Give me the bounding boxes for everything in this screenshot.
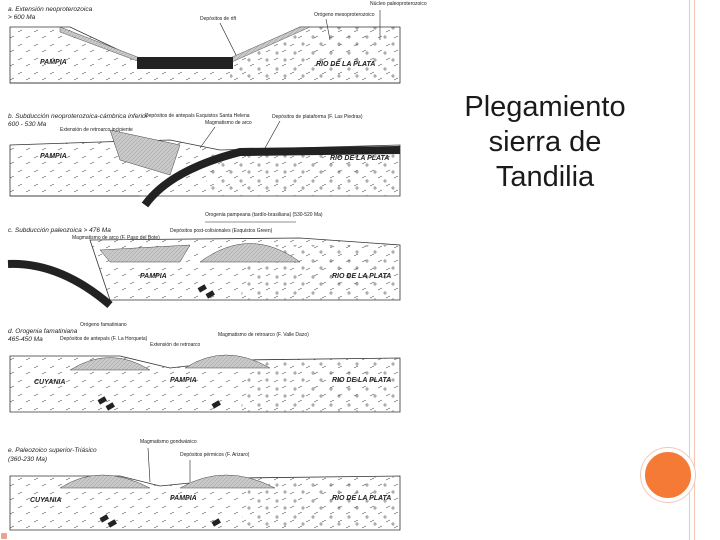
panel-b: b. Subducción neoproterozoica-cámbrica i…	[8, 113, 400, 205]
panel-c-header: c. Subducción paleozoica > 476 Ma	[8, 227, 111, 234]
panel-e: e. Paleozoico superior-Triásico (360-230…	[8, 439, 400, 530]
panel-a-note-3: Núcleo paleoproterozoico	[370, 1, 427, 7]
decorative-circle	[641, 448, 695, 502]
corner-marker	[1, 533, 7, 539]
panel-b-note-2: Depósitos de antepaís Esquistos Santa He…	[145, 113, 250, 119]
panel-d-plate-3: RIO DE LA PLATA	[332, 377, 391, 384]
panel-c: c. Subducción paleozoica > 476 Ma PAMPIA…	[8, 212, 400, 305]
panel-e-plate-3: RIO DE LA PLATA	[332, 495, 391, 502]
panel-a-plate-2: RIO DE LA PLATA	[316, 61, 375, 68]
panel-e-sub: (360-230 Ma)	[8, 456, 47, 463]
panel-c-note-3: Magmatismo de arco (F. Paso del Bote)	[72, 235, 160, 241]
panel-d-note-2: Depósitos de antepaís (F. La Horqueta)	[60, 336, 148, 342]
panel-b-sub: 600 - 530 Ma	[8, 121, 47, 128]
slide-title: Plegamiento sierra de Tandilia	[440, 90, 650, 194]
panel-c-note-2: Depósitos post-colisionales (Esquistos G…	[170, 228, 273, 234]
panel-d-plate-1: CUYANIA	[34, 379, 65, 386]
panel-a: a. Extensión neoproterozoica > 600 Ma PA…	[8, 1, 427, 83]
panel-c-note-1: Orogenia pampeana (tardío-brasiliana) (5…	[205, 212, 323, 218]
panel-e-plate-1: CUYANIA	[30, 497, 61, 504]
panel-b-note-1: Extensión de retroarco incipiente	[60, 127, 133, 133]
panel-d-header: d. Orogenia famatiniana	[8, 328, 78, 335]
panel-a-note-1: Depósitos de rift	[200, 16, 237, 22]
panel-e-note-2: Depósitos pérmicos (F. Arizaro)	[180, 452, 250, 458]
panel-c-plate-1: PAMPIA	[140, 273, 167, 280]
panel-b-note-3: Magmatismo de arco	[205, 120, 252, 126]
panel-b-header: b. Subducción neoproterozoica-cámbrica i…	[8, 113, 149, 120]
panel-d-note-1: Orógeno famatiniano	[80, 322, 127, 328]
panel-d-plate-2: PAMPIA	[170, 377, 197, 384]
panel-d-note-4: Magmatismo de retroarco (F. Valle Dazo)	[218, 332, 309, 338]
panel-a-plate-1: PAMPIA	[40, 59, 67, 66]
panel-d-note-3: Extensión de retroarco	[150, 342, 201, 348]
panel-e-plate-2: PAMPIA	[170, 495, 197, 502]
panel-d: d. Orogenia famatiniana 465-450 Ma CUYAN…	[8, 322, 400, 412]
panel-a-header: a. Extensión neoproterozoica	[8, 6, 93, 13]
panel-e-header: e. Paleozoico superior-Triásico	[8, 447, 97, 454]
panel-d-sub: 465-450 Ma	[8, 336, 43, 343]
panel-b-note-4: Depósitos de plataforma (F. Las Piedras)	[272, 114, 363, 120]
panel-a-sub: > 600 Ma	[8, 14, 36, 21]
panel-b-plate-2: RIO DE LA PLATA	[330, 155, 389, 162]
panel-e-note-1: Magmatismo gondwánico	[140, 439, 197, 445]
panel-a-note-2: Orógeno mesoproterozoico	[314, 12, 375, 18]
panel-b-plate-1: PAMPIA	[40, 153, 67, 160]
panel-c-plate-2: RIO DE LA PLATA	[332, 273, 391, 280]
